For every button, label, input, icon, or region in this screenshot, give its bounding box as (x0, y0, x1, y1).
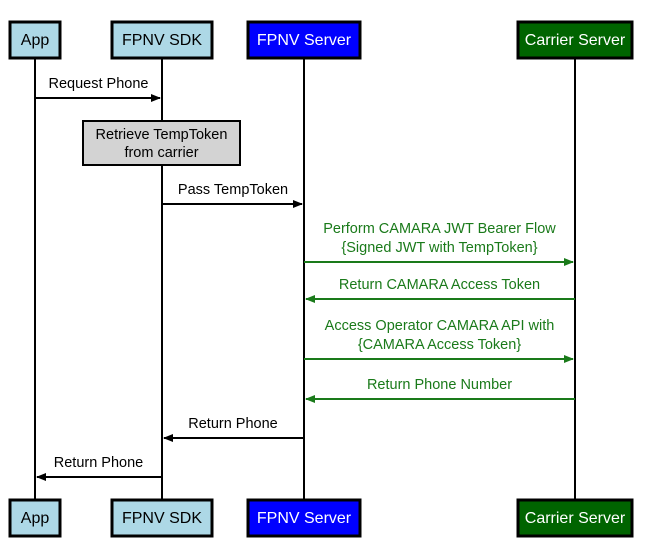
note-group: Retrieve TempToken from carrier (82, 120, 241, 166)
message-request-phone[interactable]: Request Phone (35, 76, 161, 102)
message-label-request-phone: Request Phone (49, 76, 149, 92)
actor-box-fpnv-sdk (110, 498, 214, 538)
actor-footer-carrier-server[interactable]: Carrier Server (516, 498, 634, 538)
message-label-access-operator-camara-api: {CAMARA Access Token} (358, 337, 522, 353)
actor-box-fpnv-server (246, 498, 362, 538)
message-label-return-camara-access-token: Return CAMARA Access Token (339, 277, 540, 293)
actor-header-fpnv-sdk[interactable]: FPNV SDK (110, 20, 214, 60)
actor-label-fpnv-sdk: FPNV SDK (122, 510, 202, 527)
note-box (82, 120, 241, 166)
message-return-phone-to-app[interactable]: Return Phone (36, 455, 162, 481)
actor-label-app: App (21, 32, 50, 49)
message-perform-camara-jwt-bearer-flow[interactable]: Perform CAMARA JWT Bearer Flow {Signed JW… (304, 221, 574, 266)
actor-label-app: App (21, 510, 50, 527)
actor-header-fpnv-server[interactable]: FPNV Server (246, 20, 362, 60)
message-return-phone-to-sdk[interactable]: Return Phone (163, 416, 304, 442)
message-label-access-operator-camara-api: Access Operator CAMARA API with (325, 318, 555, 334)
actor-box-app (8, 498, 62, 538)
actor-box-fpnv-server (246, 20, 362, 60)
actor-footer-fpnv-server[interactable]: FPNV Server (246, 498, 362, 538)
actor-footer-fpnv-sdk[interactable]: FPNV SDK (110, 498, 214, 538)
message-label-perform-camara-jwt-bearer-flow: Perform CAMARA JWT Bearer Flow (323, 221, 556, 237)
actor-label-fpnv-server: FPNV Server (257, 510, 352, 527)
actor-label-carrier-server: Carrier Server (525, 510, 626, 527)
actor-box-carrier-server (516, 498, 634, 538)
message-label-perform-camara-jwt-bearer-flow: {Signed JWT with TempToken} (341, 240, 537, 256)
actor-header-app[interactable]: App (8, 20, 62, 60)
actor-box-app (8, 20, 62, 60)
actor-footer-app[interactable]: App (8, 498, 62, 538)
message-return-phone-number[interactable]: Return Phone Number (305, 377, 575, 403)
message-label-pass-temptoken: Pass TempToken (178, 182, 288, 198)
actor-box-fpnv-sdk (110, 20, 214, 60)
actor-header-carrier-server[interactable]: Carrier Server (516, 20, 634, 60)
actor-label-fpnv-sdk: FPNV SDK (122, 32, 202, 49)
message-label-return-phone-to-sdk: Return Phone (188, 416, 277, 432)
message-label-return-phone-number: Return Phone Number (367, 377, 512, 393)
message-pass-temptoken[interactable]: Pass TempToken (162, 182, 303, 208)
note-label-line-2: from carrier (124, 145, 198, 161)
actor-label-carrier-server: Carrier Server (525, 32, 626, 49)
message-label-return-phone-to-app: Return Phone (54, 455, 143, 471)
message-return-camara-access-token[interactable]: Return CAMARA Access Token (305, 277, 575, 303)
actor-label-fpnv-server: FPNV Server (257, 32, 352, 49)
note-label-line-1: Retrieve TempToken (96, 127, 228, 143)
message-access-operator-camara-api[interactable]: Access Operator CAMARA API with {CAMARA A… (304, 318, 574, 363)
actor-box-carrier-server (516, 20, 634, 60)
note-retrieve-temptoken: Retrieve TempToken from carrier (82, 120, 241, 166)
